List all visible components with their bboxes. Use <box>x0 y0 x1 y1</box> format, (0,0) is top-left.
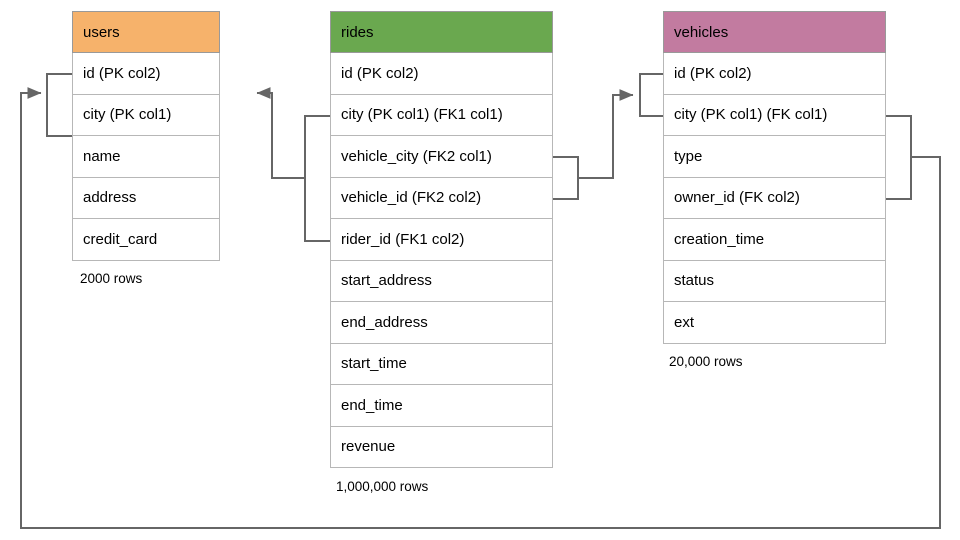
field-label: type <box>674 147 703 165</box>
field-rides-start-time[interactable]: start_time <box>330 343 553 385</box>
field-label: end_time <box>341 396 403 414</box>
row-count-rides: 1,000,000 rows <box>336 479 429 494</box>
entity-title-rides: rides <box>341 23 374 41</box>
field-label: end_address <box>341 313 428 331</box>
field-label: owner_id (FK col2) <box>674 189 800 207</box>
entity-header-users: users <box>72 11 220 53</box>
edge-fk1-rides-to-users <box>256 87 331 242</box>
edge-users-left-bracket <box>46 73 73 137</box>
field-rides-city[interactable]: city (PK col1) (FK1 col1) <box>330 94 553 136</box>
entity-title-users: users <box>83 23 120 41</box>
field-rides-id[interactable]: id (PK col2) <box>330 53 553 95</box>
field-label: start_address <box>341 272 432 290</box>
entity-table-rides[interactable]: rides id (PK col2) city (PK col1) (FK1 c… <box>330 11 553 468</box>
field-users-id[interactable]: id (PK col2) <box>72 53 220 95</box>
field-label: vehicle_city (FK2 col1) <box>341 147 492 165</box>
field-label: name <box>83 147 121 165</box>
field-vehicles-ext[interactable]: ext <box>663 302 886 344</box>
field-label: revenue <box>341 438 396 456</box>
field-rides-end-time[interactable]: end_time <box>330 385 553 427</box>
entity-header-rides: rides <box>330 11 553 53</box>
field-vehicles-city[interactable]: city (PK col1) (FK col1) <box>663 94 886 136</box>
field-vehicles-owner-id[interactable]: owner_id (FK col2) <box>663 177 886 219</box>
entity-table-vehicles[interactable]: vehicles id (PK col2) city (PK col1) (FK… <box>663 11 886 344</box>
field-users-name[interactable]: name <box>72 136 220 178</box>
field-users-address[interactable]: address <box>72 177 220 219</box>
entity-title-vehicles: vehicles <box>674 23 729 41</box>
field-users-city[interactable]: city (PK col1) <box>72 94 220 136</box>
entity-header-vehicles: vehicles <box>663 11 886 53</box>
field-rides-start-address[interactable]: start_address <box>330 260 553 302</box>
entity-table-users[interactable]: users id (PK col2) city (PK col1) name a… <box>72 11 220 261</box>
field-label: creation_time <box>674 230 765 248</box>
field-label: city (PK col1) <box>83 106 172 124</box>
field-label: city (PK col1) (FK col1) <box>674 106 828 124</box>
field-vehicles-type[interactable]: type <box>663 136 886 178</box>
field-rides-revenue[interactable]: revenue <box>330 426 553 468</box>
field-label: id (PK col2) <box>83 64 161 82</box>
field-label: address <box>83 189 137 207</box>
field-vehicles-creation-time[interactable]: creation_time <box>663 219 886 261</box>
row-count-vehicles: 20,000 rows <box>669 354 743 369</box>
field-label: status <box>674 272 715 290</box>
field-rides-vehicle-city[interactable]: vehicle_city (FK2 col1) <box>330 136 553 178</box>
field-label: vehicle_id (FK2 col2) <box>341 189 482 207</box>
field-rides-rider-id[interactable]: rider_id (FK1 col2) <box>330 219 553 261</box>
field-label: city (PK col1) (FK1 col1) <box>341 106 503 124</box>
field-rides-vehicle-id[interactable]: vehicle_id (FK2 col2) <box>330 177 553 219</box>
field-label: id (PK col2) <box>674 64 752 82</box>
row-count-users: 2000 rows <box>80 271 143 286</box>
field-label: start_time <box>341 355 407 373</box>
field-vehicles-id[interactable]: id (PK col2) <box>663 53 886 95</box>
field-users-credit-card[interactable]: credit_card <box>72 219 220 261</box>
field-rides-end-address[interactable]: end_address <box>330 302 553 344</box>
field-vehicles-status[interactable]: status <box>663 260 886 302</box>
field-label: id (PK col2) <box>341 64 419 82</box>
field-label: credit_card <box>83 230 158 248</box>
field-label: ext <box>674 313 695 331</box>
field-label: rider_id (FK1 col2) <box>341 230 465 248</box>
edge-fk2-rides-to-vehicles <box>552 73 664 200</box>
